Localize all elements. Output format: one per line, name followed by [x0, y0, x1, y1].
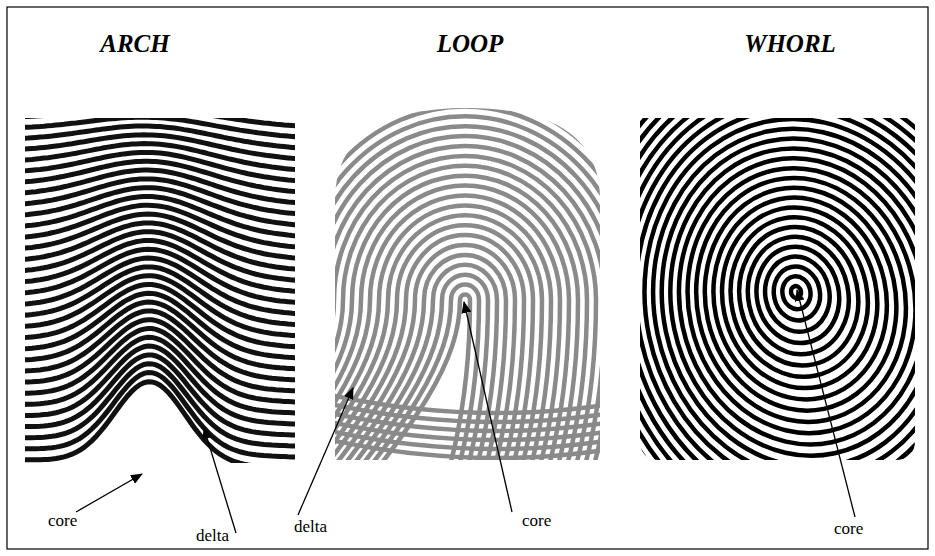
ridge-line: [158, 116, 632, 556]
ridge-line: [579, 54, 935, 556]
feature-label: core: [522, 512, 551, 531]
ridge-line: [611, 89, 935, 519]
leader-lines: [76, 290, 855, 533]
ridge-line: [505, 0, 935, 556]
ridge-line: [212, 176, 578, 556]
feature-label: core: [48, 512, 77, 531]
ridge-line: [769, 262, 825, 325]
ridge-line: [122, 77, 668, 556]
ridge-line: [684, 170, 916, 429]
ridge-line: [176, 136, 614, 556]
outer-frame: [7, 7, 928, 549]
ridge-line: [86, 37, 704, 556]
ridge-line: [149, 106, 641, 556]
ridge-line: [674, 158, 928, 441]
ridge-line: [537, 8, 935, 556]
pattern-title: LOOP: [437, 30, 504, 58]
feature-label: delta: [196, 527, 229, 546]
ridge-line: [104, 57, 686, 556]
ridge-line: [113, 67, 677, 556]
ridge-line: [790, 285, 802, 299]
ridge-line: [194, 156, 596, 556]
ridge-line: [239, 205, 551, 556]
leader-arrow: [797, 290, 855, 517]
ridge-line: [167, 126, 623, 556]
ridge-line: [221, 186, 569, 556]
ridge-line: [131, 87, 659, 556]
feature-label: delta: [294, 518, 327, 537]
ridge-line: [547, 20, 935, 556]
ridge-line: [516, 0, 935, 556]
leader-arrow: [76, 474, 142, 512]
pattern-title: ARCH: [100, 30, 169, 58]
ridge-line: [568, 43, 935, 556]
ridge-line: [185, 146, 605, 556]
ridge-line: [140, 96, 650, 556]
feature-label: core: [834, 520, 863, 539]
arch-print: [25, 118, 295, 463]
ridge-line: [275, 245, 515, 556]
ridge-line: [642, 124, 935, 481]
leader-arrow: [204, 428, 236, 533]
leader-arrow: [464, 302, 512, 512]
loop-print: [86, 37, 704, 556]
ridge-line: [248, 215, 542, 556]
ridge-line: [203, 166, 587, 556]
ridge-line: [25, 382, 295, 463]
ridge-line: [779, 274, 813, 312]
ridge-line: [600, 77, 935, 532]
leader-arrow: [298, 388, 353, 515]
whorl-print: [505, 0, 935, 556]
ridge-line: [330, 395, 605, 413]
ridge-line: [230, 196, 560, 556]
pattern-title: WHORL: [744, 30, 836, 58]
ridge-line: [257, 225, 533, 556]
ridge-line: [526, 0, 935, 556]
ridge-line: [95, 47, 695, 556]
ridge-line: [266, 235, 524, 556]
ridge-line: [558, 31, 935, 556]
